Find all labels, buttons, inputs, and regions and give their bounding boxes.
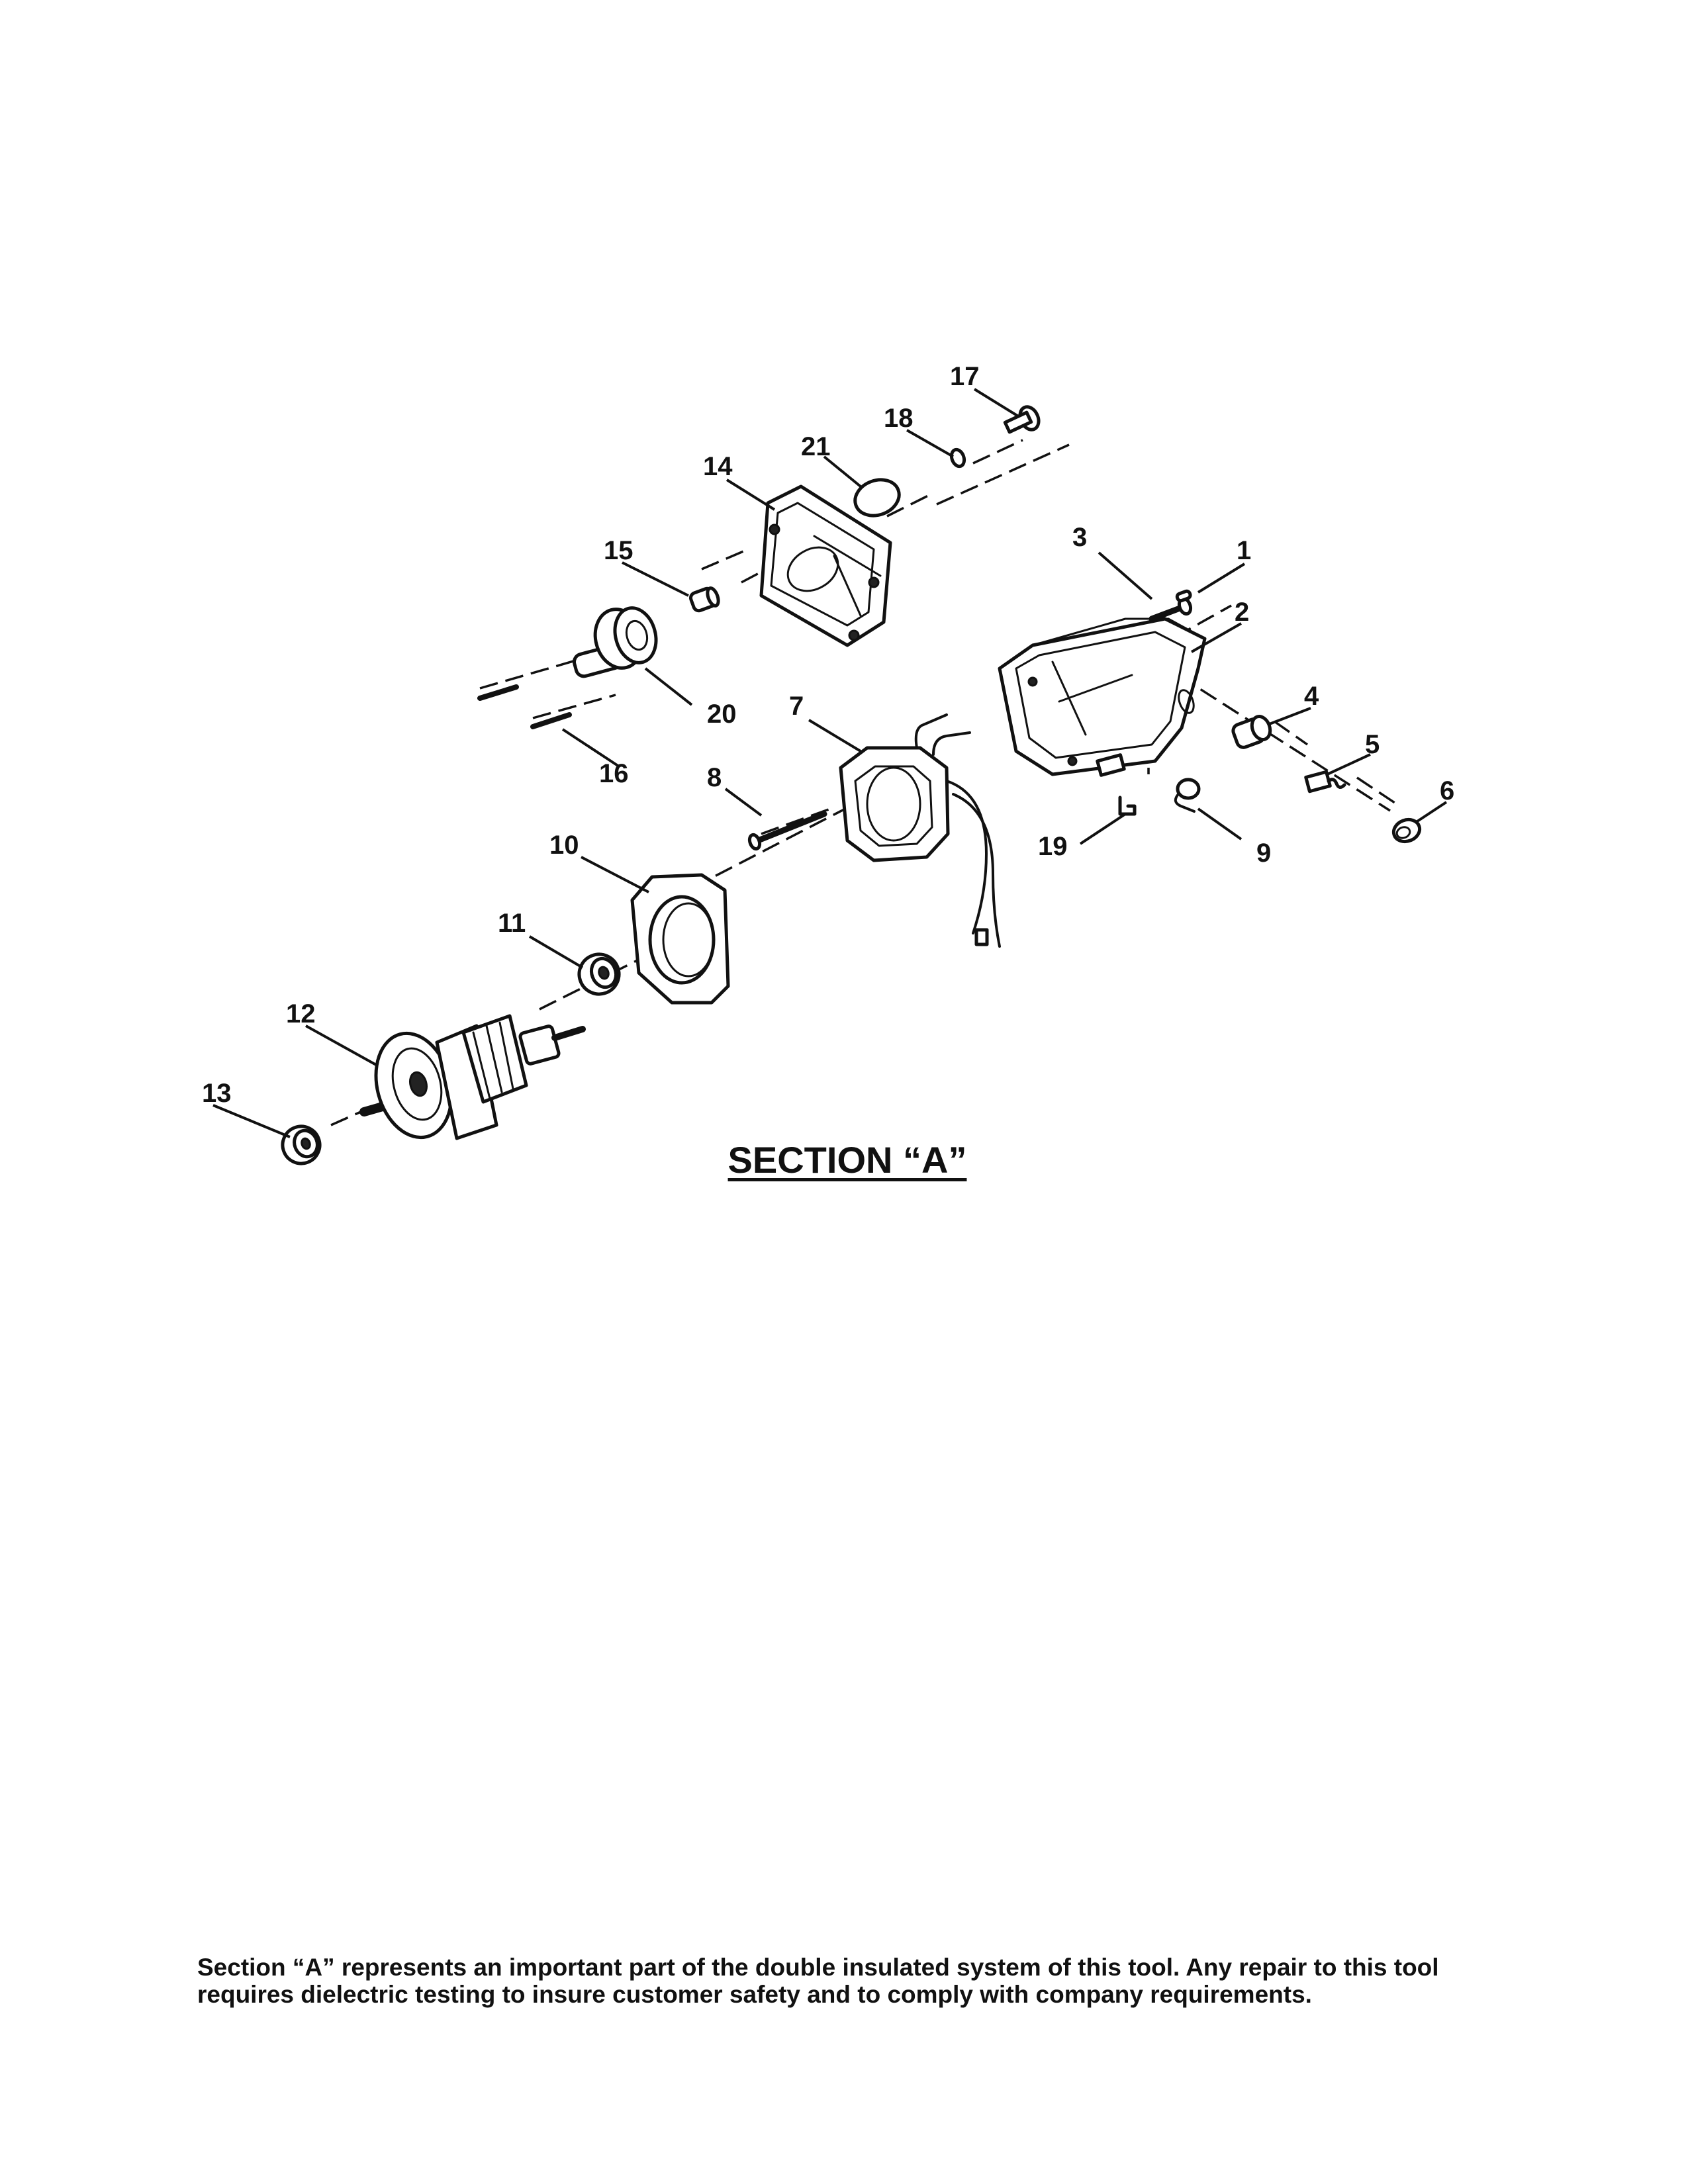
footer-note: Section “A” represents an important part… — [197, 1954, 1521, 2008]
part-label-16: 16 — [599, 759, 629, 788]
part-label-14: 14 — [703, 452, 733, 481]
part-label-4: 4 — [1304, 682, 1319, 711]
part-16-screws — [477, 684, 572, 729]
part-label-5: 5 — [1365, 730, 1380, 759]
part-11-bearing — [577, 952, 621, 996]
part-label-21: 21 — [801, 432, 831, 461]
part-label-9: 9 — [1256, 839, 1271, 868]
part-label-19: 19 — [1038, 832, 1068, 861]
leader-lines — [212, 388, 1448, 1138]
part-21-o-ring — [853, 478, 901, 518]
part-18-washer — [949, 447, 966, 469]
part-13-bearing — [281, 1124, 322, 1165]
part-17-screw — [1003, 405, 1041, 434]
part-3-screw — [1149, 596, 1193, 622]
part-19-clip — [1118, 796, 1137, 816]
part-7-field-stator — [839, 713, 1001, 948]
part-20-gear-assembly — [572, 606, 658, 678]
part-label-1: 1 — [1237, 536, 1251, 565]
part-10-baffle — [630, 873, 730, 1005]
part-15-bushing — [688, 586, 720, 613]
footer-note-line-2: requires dielectric testing to insure cu… — [197, 1981, 1312, 2008]
section-title: SECTION “A” — [727, 1139, 967, 1181]
part-label-6: 6 — [1440, 776, 1454, 805]
part-label-18: 18 — [884, 404, 914, 433]
part-4-brush-holder — [1231, 715, 1272, 749]
part-14-end-housing — [759, 484, 892, 647]
part-number-labels: 1 2 3 4 5 6 7 8 9 10 11 12 13 14 15 16 1… — [202, 362, 1454, 1108]
part-8-long-screw — [747, 811, 827, 851]
part-label-2: 2 — [1235, 598, 1249, 627]
part-label-20: 20 — [707, 700, 737, 729]
part-label-7: 7 — [789, 692, 804, 721]
part-6-brush-cap — [1391, 817, 1422, 844]
footer-note-line-1: Section “A” represents an important part… — [197, 1954, 1439, 1981]
part-label-11: 11 — [498, 909, 526, 938]
part-9-terminal — [1174, 778, 1201, 813]
part-5-brush — [1304, 770, 1346, 794]
part-label-3: 3 — [1072, 523, 1087, 552]
part-label-8: 8 — [707, 763, 722, 792]
part-label-17: 17 — [950, 362, 980, 391]
part-label-15: 15 — [604, 536, 633, 565]
part-12-armature — [359, 1014, 586, 1140]
part-label-12: 12 — [286, 999, 316, 1028]
part-2-motor-housing — [998, 617, 1207, 777]
part-label-13: 13 — [202, 1079, 232, 1108]
part-label-10: 10 — [549, 831, 579, 860]
part-1-pin — [1175, 589, 1192, 603]
